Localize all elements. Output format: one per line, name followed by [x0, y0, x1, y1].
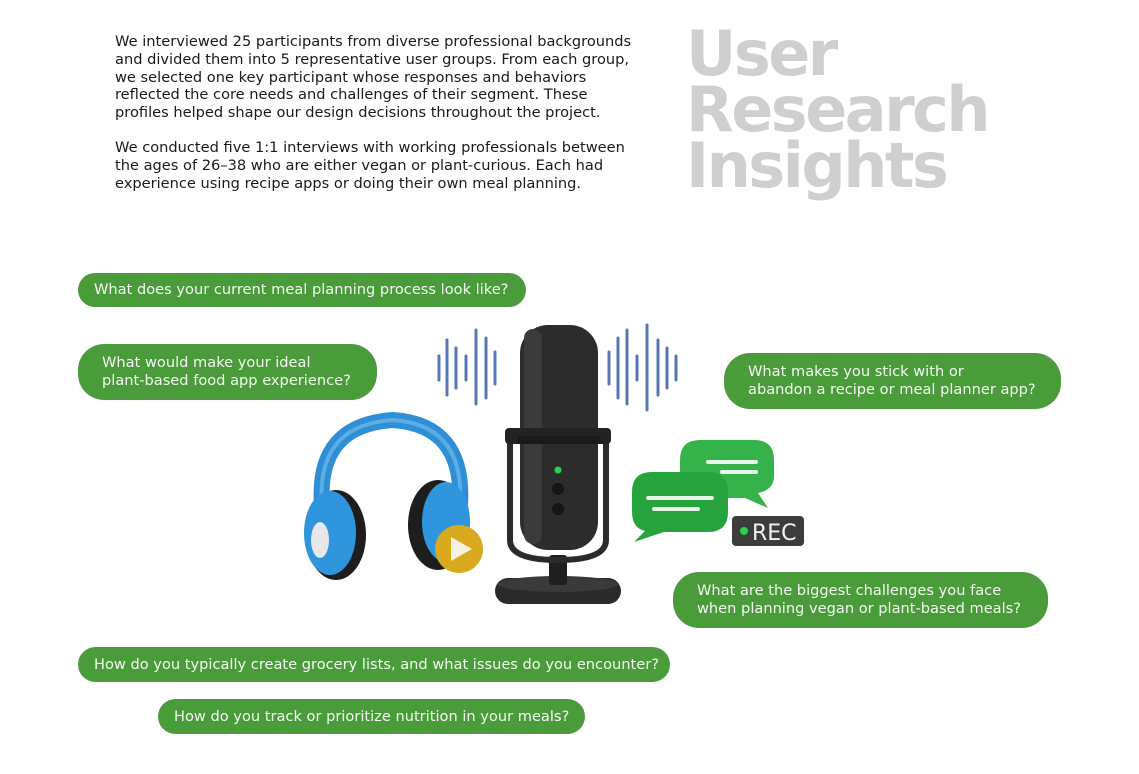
question-text: What does your current meal planning pro… [94, 281, 509, 298]
question-line: What are the biggest challenges you face [697, 582, 1002, 599]
question-pill-ideal-app[interactable]: What would make your ideal plant-based f… [78, 344, 377, 400]
question-pill-biggest-challenges[interactable]: What are the biggest challenges you face… [673, 572, 1048, 628]
question-line: abandon a recipe or meal planner app? [748, 381, 1036, 398]
intro-text: We interviewed 25 participants from dive… [115, 33, 635, 209]
question-text: What are the biggest challenges you face… [697, 582, 1021, 618]
question-text: What would make your ideal plant-based f… [102, 354, 351, 390]
question-line: What makes you stick with or [748, 363, 964, 380]
question-text: How do you track or prioritize nutrition… [174, 707, 570, 725]
rec-label: REC [752, 521, 797, 546]
question-line: when planning vegan or plant-based meals… [697, 600, 1022, 617]
page-title: User Research Insights [686, 17, 991, 202]
intro-paragraph-1: We interviewed 25 participants from dive… [115, 33, 632, 122]
question-text: How do you typically create grocery list… [94, 655, 659, 673]
microphone-icon [495, 325, 621, 604]
sound-wave-icon [437, 328, 497, 406]
question-line: plant-based food app experience? [102, 372, 351, 389]
play-icon [435, 525, 483, 573]
chat-bubbles-icon [632, 440, 774, 542]
question-line: What would make your ideal [102, 354, 311, 371]
title-line-2: Research [686, 73, 991, 146]
podcast-illustration: REC [304, 323, 804, 604]
question-pill-stick-or-abandon[interactable]: What makes you stick with or abandon a r… [724, 353, 1061, 409]
question-text: What makes you stick with or abandon a r… [748, 363, 1036, 399]
sound-wave-icon [607, 323, 678, 412]
intro-paragraph-2: We conducted five 1:1 interviews with wo… [115, 138, 625, 192]
rec-badge: REC [732, 516, 804, 546]
question-pill-grocery-lists[interactable]: How do you typically create grocery list… [78, 647, 670, 682]
title-line-1: User [686, 17, 838, 90]
title-line-3: Insights [686, 129, 949, 202]
question-pill-meal-planning-process[interactable]: What does your current meal planning pro… [78, 273, 526, 307]
question-pill-nutrition[interactable]: How do you track or prioritize nutrition… [158, 699, 585, 734]
